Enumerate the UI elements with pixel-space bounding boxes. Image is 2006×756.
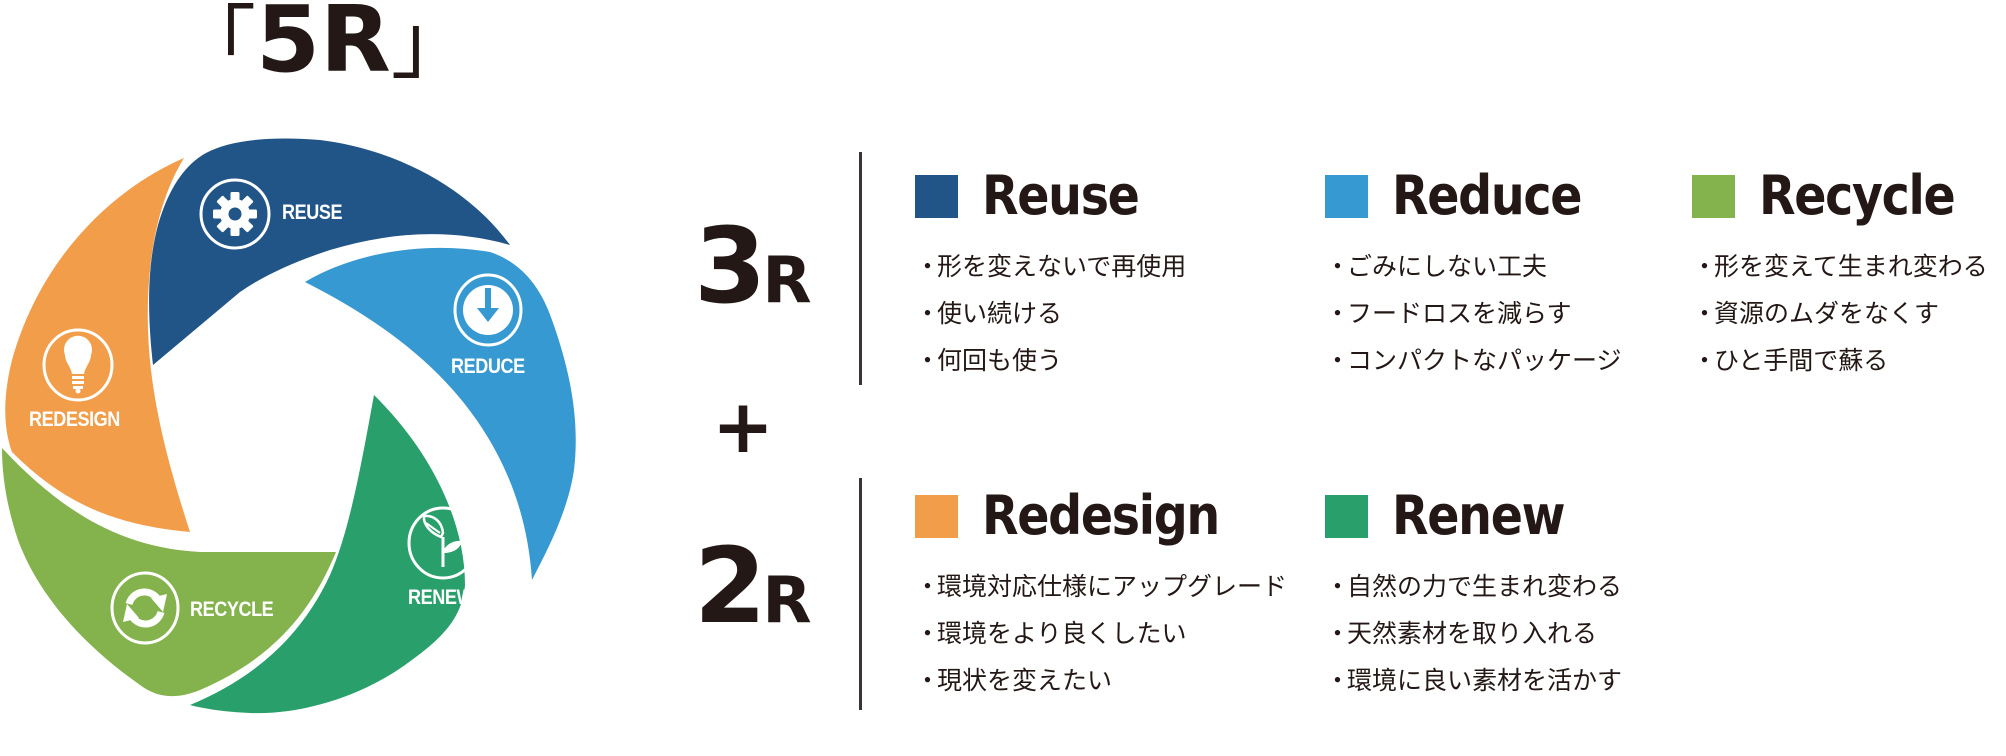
bullet-dot: ・ [915, 346, 941, 375]
reduce-color-square [1325, 174, 1368, 218]
title-text: 5R [256, 0, 391, 93]
redesign-bullet-list: ・環境対応仕様にアップグレード ・環境をより良くしたい ・現状を変えたい [915, 563, 1287, 704]
bullet-text: 環境をより良くしたい [937, 619, 1187, 648]
lightbulb-icon [42, 328, 114, 402]
list-item: ・形を変えて生まれ変わる [1692, 243, 1988, 290]
list-item: ・環境に良い素材を活かす [1325, 657, 1622, 704]
bullet-text: フードロスを減らす [1347, 299, 1572, 328]
two-r-suffix: R [762, 564, 812, 638]
bullet-dot: ・ [1325, 666, 1351, 695]
bullet-dot: ・ [1325, 572, 1351, 601]
bullet-text: 形を変えて生まれ変わる [1714, 252, 1988, 281]
list-item: ・ひと手間で蘇る [1692, 337, 1988, 384]
bullet-dot: ・ [915, 619, 941, 648]
list-item: ・天然素材を取り入れる [1325, 610, 1622, 657]
bullet-text: ごみにしない工夫 [1347, 252, 1548, 281]
title-open-bracket: 「 [176, 0, 256, 90]
recycle-color-square [1692, 174, 1735, 218]
card-title-recycle: Recycle [1759, 164, 1956, 227]
recycle-bullet-list: ・形を変えて生まれ変わる ・資源のムダをなくす ・ひと手間で蘇る [1692, 243, 1988, 384]
list-item: ・自然の力で生まれ変わる [1325, 563, 1622, 610]
bullet-text: 環境に良い素材を活かす [1347, 666, 1623, 695]
bullet-dot: ・ [915, 299, 941, 328]
bullet-text: 現状を変えたい [937, 666, 1113, 695]
list-item: ・環境対応仕様にアップグレード [915, 563, 1287, 610]
gear-icon [199, 178, 271, 250]
three-r-divider [859, 152, 862, 385]
card-title-redesign: Redesign [982, 484, 1220, 547]
arrow-down-circle-icon [453, 273, 523, 347]
reduce-bullet-list: ・ごみにしない工夫 ・フードロスを減らす ・コンパクトなパッケージ [1325, 243, 1622, 384]
three-r-label: 3R [694, 214, 812, 318]
wheel-label-redesign: REDESIGN [29, 408, 120, 431]
wheel-label-reduce: REDUCE [451, 355, 525, 378]
list-item: ・ごみにしない工夫 [1325, 243, 1622, 290]
bullet-text: 環境対応仕様にアップグレード [937, 572, 1288, 601]
card-reuse: Reuse ・形を変えないで再使用 ・使い続ける ・何回も使う [915, 164, 1186, 384]
list-item: ・コンパクトなパッケージ [1325, 337, 1622, 384]
bullet-text: 資源のムダをなくす [1714, 299, 1940, 328]
renew-color-square [1325, 494, 1368, 538]
list-item: ・資源のムダをなくす [1692, 290, 1988, 337]
list-item: ・形を変えないで再使用 [915, 243, 1186, 290]
two-r-divider [859, 478, 862, 710]
bullet-dot: ・ [1325, 299, 1351, 328]
segment-reduce [305, 247, 576, 581]
plus-sign: + [712, 384, 775, 470]
two-r-number: 2 [694, 525, 766, 647]
wheel-label-renew: RENEW [408, 586, 474, 609]
bullet-text: 天然素材を取り入れる [1347, 619, 1598, 648]
card-reduce: Reduce ・ごみにしない工夫 ・フードロスを減らす ・コンパクトなパッケージ [1325, 164, 1622, 384]
reuse-bullet-list: ・形を変えないで再使用 ・使い続ける ・何回も使う [915, 243, 1186, 384]
wheel-label-reuse: REUSE [282, 201, 343, 224]
five-r-wheel [2, 138, 576, 714]
title-close-bracket: 」 [390, 0, 471, 90]
bullet-dot: ・ [1692, 299, 1718, 328]
three-r-number: 3 [694, 205, 766, 327]
bullet-dot: ・ [1692, 252, 1718, 281]
three-r-suffix: R [762, 244, 812, 318]
card-recycle: Recycle ・形を変えて生まれ変わる ・資源のムダをなくす ・ひと手間で蘇る [1692, 164, 1988, 384]
two-r-label: 2R [694, 534, 812, 638]
bullet-dot: ・ [915, 252, 941, 281]
list-item: ・フードロスを減らす [1325, 290, 1622, 337]
card-renew: Renew ・自然の力で生まれ変わる ・天然素材を取り入れる ・環境に良い素材を… [1325, 484, 1622, 704]
list-item: ・現状を変えたい [915, 657, 1287, 704]
reuse-color-square [915, 174, 958, 218]
card-redesign: Redesign ・環境対応仕様にアップグレード ・環境をより良くしたい ・現状… [915, 484, 1287, 704]
segment-redesign [5, 158, 190, 532]
list-item: ・使い続ける [915, 290, 1186, 337]
card-title-reduce: Reduce [1392, 164, 1582, 227]
bullet-dot: ・ [915, 666, 941, 695]
bullet-dot: ・ [1325, 346, 1351, 375]
page-title: 「5R」 [176, 0, 471, 86]
renew-bullet-list: ・自然の力で生まれ変わる ・天然素材を取り入れる ・環境に良い素材を活かす [1325, 563, 1622, 704]
recycle-arrows-icon [110, 571, 180, 645]
card-title-renew: Renew [1392, 484, 1566, 547]
wheel-label-recycle: RECYCLE [190, 598, 274, 621]
bullet-text: ひと手間で蘇る [1714, 346, 1889, 375]
sprout-icon [407, 506, 479, 580]
segment-recycle [2, 448, 336, 697]
bullet-dot: ・ [1692, 346, 1718, 375]
bullet-dot: ・ [1325, 619, 1351, 648]
redesign-color-square [915, 494, 958, 538]
list-item: ・何回も使う [915, 337, 1186, 384]
bullet-text: 自然の力で生まれ変わる [1347, 572, 1623, 601]
bullet-dot: ・ [1325, 252, 1351, 281]
segment-renew [190, 395, 465, 714]
bullet-text: コンパクトなパッケージ [1347, 346, 1622, 375]
card-title-reuse: Reuse [982, 164, 1140, 227]
bullet-text: 使い続ける [937, 299, 1063, 328]
bullet-dot: ・ [915, 572, 941, 601]
bullet-text: 形を変えないで再使用 [937, 252, 1187, 281]
list-item: ・環境をより良くしたい [915, 610, 1287, 657]
bullet-text: 何回も使う [937, 346, 1063, 375]
